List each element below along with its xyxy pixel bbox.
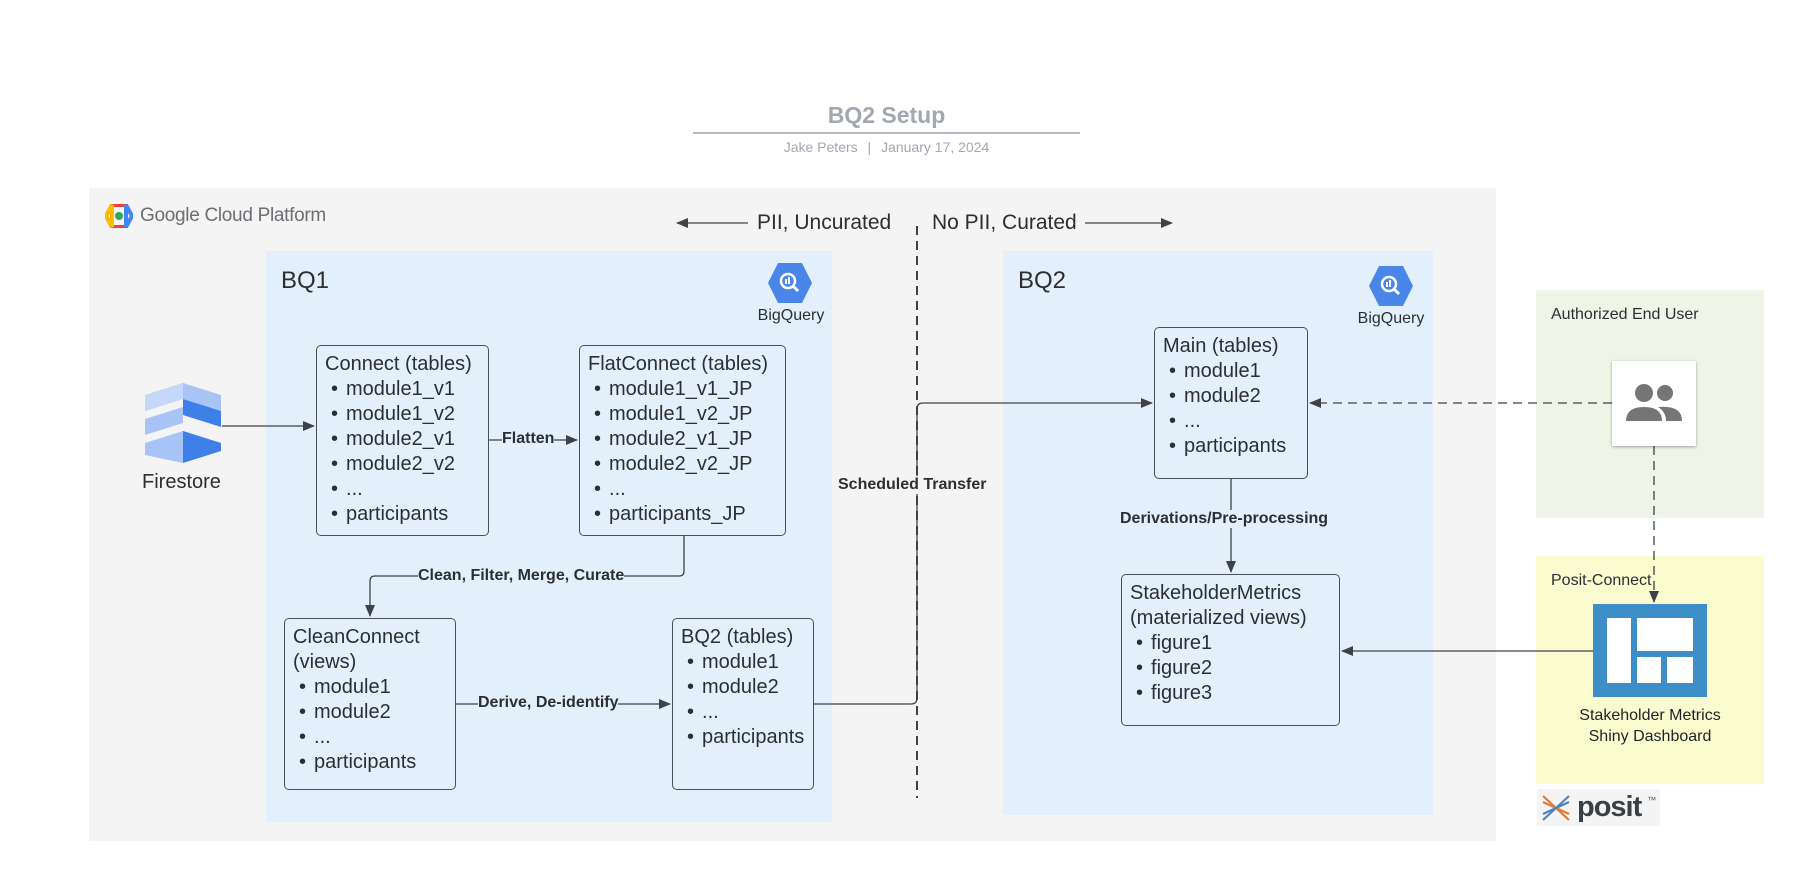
no-pii-curated-label: No PII, Curated [932,211,1077,234]
dashboard-label-line1: Stakeholder Metrics [1579,707,1721,724]
firestore-label: Firestore [142,471,221,493]
diagram-subtitle: Jake Peters | January 17, 2024 [0,139,1773,155]
list-item: ... [299,725,447,750]
cleanconnect-title-line2: (views) [293,651,357,673]
dashboard-label: Stakeholder Metrics Shiny Dashboard [1550,705,1750,747]
posit-trademark: ™ [1647,795,1657,805]
list-item: ... [687,700,805,725]
bq2-bigquery-label: BigQuery [1357,310,1425,327]
connect-tables-box[interactable]: Connect (tables) module1_v1 module1_v2 m… [316,345,489,536]
bq1-bigquery-icon-wrap [767,262,813,309]
list-item: ... [1169,409,1299,434]
title-underline [693,132,1080,134]
flatconnect-tables-box[interactable]: FlatConnect (tables) module1_v1_JP modul… [579,345,786,536]
bq1-title: BQ1 [281,267,330,294]
firestore-icon-wrap [143,383,223,470]
list-item: participants_JP [594,502,777,527]
bq2-title: BQ2 [1018,267,1067,294]
dashboard-label-line2: Shiny Dashboard [1588,728,1712,745]
list-item: participants [299,750,447,775]
edge-label-clean: Clean, Filter, Merge, Curate [418,567,625,585]
posit-logo: posit ™ [1537,789,1661,826]
dashboard-icon [1607,618,1693,683]
list-item: module2_v2_JP [594,452,777,477]
cleanconnect-views-list: module1 module2 ... participants [293,675,447,775]
list-item: module1 [1169,359,1299,384]
list-item: ... [331,477,480,502]
gcp-hexagon-icon [105,204,133,228]
list-item: module2 [1169,384,1299,409]
list-item: module1_v1_JP [594,377,777,402]
group-icon [1626,384,1682,421]
list-item: figure3 [1136,681,1331,706]
cleanconnect-title-line1: CleanConnect [293,626,420,648]
list-item: module2_v2 [331,452,480,477]
list-item: module1 [687,650,805,675]
main-tables-box[interactable]: Main (tables) module1 module2 ... partic… [1154,327,1308,479]
edge-label-scheduled-transfer: Scheduled Transfer [838,476,987,494]
list-item: module1_v1 [331,377,480,402]
list-item: figure1 [1136,631,1331,656]
flatconnect-tables-list: module1_v1_JP module1_v2_JP module2_v1_J… [588,377,777,527]
bq2-bigquery-icon-wrap [1368,265,1414,312]
flatconnect-tables-title: FlatConnect (tables) [588,353,769,375]
end-user-card[interactable] [1612,361,1696,446]
main-tables-title: Main (tables) [1163,335,1279,357]
posit-logo-text: posit [1577,791,1642,823]
list-item: module1 [299,675,447,700]
author-name: Jake Peters [783,139,858,155]
list-item: ... [594,477,777,502]
bq2-tables-list: module1 module2 ... participants [681,650,805,750]
dashboard-tile[interactable] [1593,604,1707,697]
bq1-bigquery-label: BigQuery [757,307,825,324]
bigquery-icon [1369,266,1413,306]
list-item: module1_v2_JP [594,402,777,427]
firestore-icon [145,383,221,463]
pii-uncurated-label: PII, Uncurated [757,211,892,234]
bq2-tables-title: BQ2 (tables) [681,626,794,648]
stakeholder-title-line2: (materialized views) [1130,607,1307,629]
edge-scheduled-transfer [814,398,1153,705]
cleanconnect-views-box[interactable]: CleanConnect (views) module1 module2 ...… [284,618,456,790]
connect-tables-list: module1_v1 module1_v2 module2_v1 module2… [325,377,480,527]
edge-label-derivations: Derivations/Pre-processing [1120,510,1329,528]
list-item: participants [1169,434,1299,459]
end-user-label: Authorized End User [1551,306,1699,323]
list-item: module2 [299,700,447,725]
bq2-tables-box[interactable]: BQ2 (tables) module1 module2 ... partici… [672,618,814,790]
edge-label-flatten: Flatten [502,430,555,448]
posit-mark-icon [1542,794,1570,821]
list-item: module2_v1 [331,427,480,452]
list-item: module2 [687,675,805,700]
stakeholder-metrics-list: figure1 figure2 figure3 [1130,631,1331,706]
gcp-logo: Google Cloud Platform [105,204,326,228]
gcp-logo-text: Google Cloud Platform [140,205,326,226]
subtitle-separator: | [867,139,872,155]
edge-label-derive: Derive, De-identify [478,694,619,712]
main-tables-list: module1 module2 ... participants [1163,359,1299,459]
diagram-title: BQ2 Setup [827,102,946,128]
list-item: participants [331,502,480,527]
connect-tables-title: Connect (tables) [325,353,472,375]
list-item: participants [687,725,805,750]
stakeholder-metrics-box[interactable]: StakeholderMetrics (materialized views) … [1121,574,1340,726]
stakeholder-title-line1: StakeholderMetrics [1130,582,1302,604]
list-item: module1_v2 [331,402,480,427]
posit-connect-label: Posit-Connect [1551,572,1652,589]
bigquery-icon [768,263,812,303]
list-item: module2_v1_JP [594,427,777,452]
diagram-date: January 17, 2024 [881,139,990,155]
list-item: figure2 [1136,656,1331,681]
